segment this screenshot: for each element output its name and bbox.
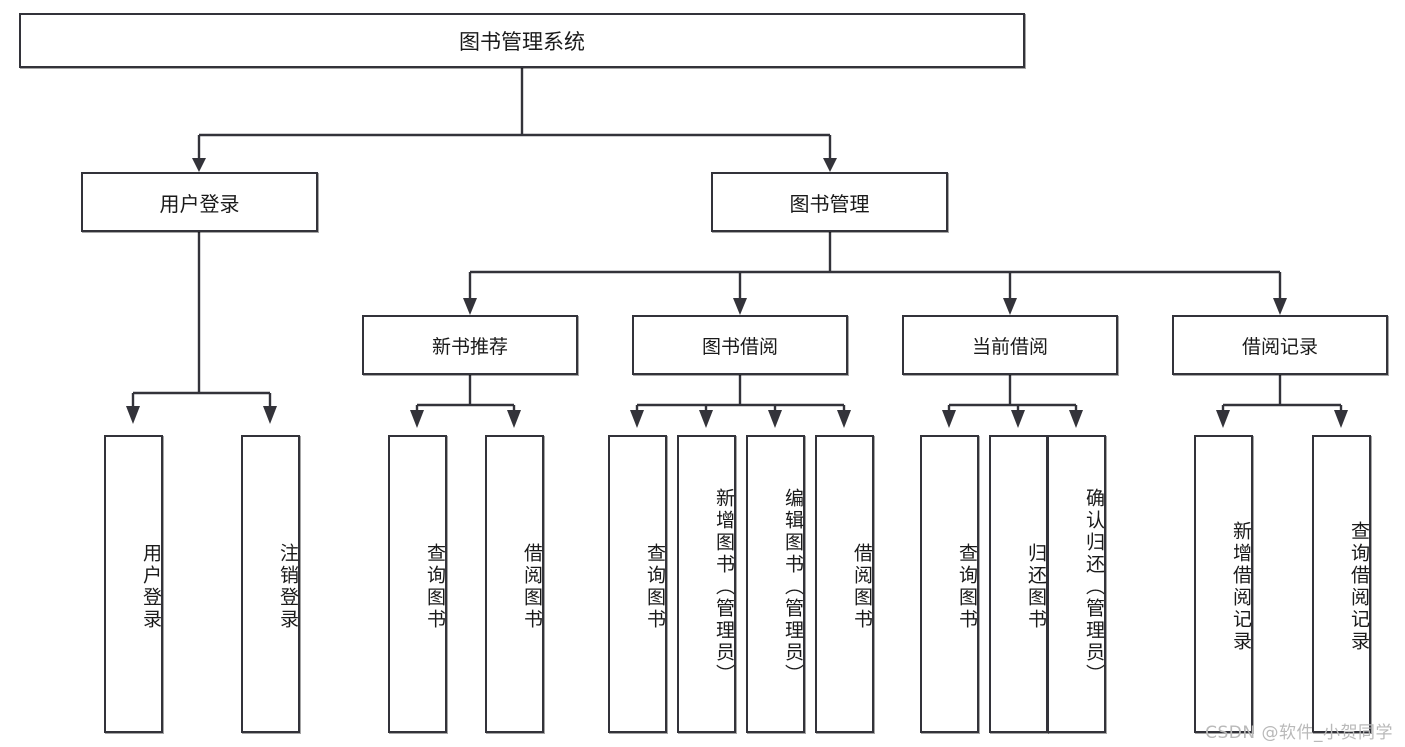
leaf-add-borrow-record-label: 新增借阅记录 [1230,521,1252,653]
leaf-current-query-book[interactable]: 查询图书 [920,435,979,733]
arrow-root-to-user-login [192,158,206,172]
leaf-user-login-label: 用户登录 [140,543,162,631]
arrow-borrow-l2 [699,410,713,428]
node-book-management-label: 图书管理 [789,191,870,216]
arrow-userlogin-l2 [263,406,277,424]
arrow-root-to-book-mgmt [823,158,837,172]
leaf-newbook-query-book[interactable]: 查询图书 [388,435,447,733]
node-root[interactable]: 图书管理系统 [19,13,1025,68]
arrow-borrow-l4 [837,410,851,428]
node-new-book-recommend[interactable]: 新书推荐 [362,315,578,375]
arrow-newbook-l2 [507,410,521,428]
leaf-edit-book-admin[interactable]: 编辑图书（管理员） [746,435,805,733]
leaf-logout[interactable]: 注销登录 [241,435,300,733]
node-current-borrow-label: 当前借阅 [971,335,1048,358]
arrow-current-l2 [1011,410,1025,428]
arrow-current-l3 [1069,410,1083,428]
node-current-borrow[interactable]: 当前借阅 [902,315,1118,375]
arrow-current-l1 [942,410,956,428]
arrow-newbook-l1 [410,410,424,428]
leaf-borrow-book[interactable]: 借阅图书 [815,435,874,733]
node-book-borrow[interactable]: 图书借阅 [632,315,848,375]
arrow-bookmgmt-c2 [733,298,747,315]
leaf-add-book-admin[interactable]: 新增图书（管理员） [677,435,736,733]
arrow-borrow-l1 [630,410,644,428]
node-book-borrow-label: 图书借阅 [701,335,778,358]
leaf-return-book-label: 归还图书 [1025,543,1047,631]
leaf-logout-label: 注销登录 [277,543,299,631]
node-user-login[interactable]: 用户登录 [81,172,318,232]
arrow-bookmgmt-c4 [1273,298,1287,315]
leaf-newbook-query-book-label: 查询图书 [424,543,446,631]
node-user-login-label: 用户登录 [159,191,240,216]
arrow-record-l2 [1334,410,1348,428]
leaf-newbook-borrow-book[interactable]: 借阅图书 [485,435,544,733]
arrow-borrow-l3 [768,410,782,428]
arrow-record-l1 [1216,410,1230,428]
leaf-confirm-return-admin[interactable]: 确认归还（管理员） [1047,435,1106,733]
leaf-borrow-book-label: 借阅图书 [851,543,873,631]
node-book-management[interactable]: 图书管理 [711,172,948,232]
leaf-return-book[interactable]: 归还图书 [989,435,1048,733]
leaf-newbook-borrow-book-label: 借阅图书 [521,543,543,631]
leaf-query-borrow-record-label: 查询借阅记录 [1348,521,1370,653]
leaf-user-login[interactable]: 用户登录 [104,435,163,733]
node-borrow-record-label: 借阅记录 [1241,335,1318,358]
node-root-label: 图书管理系统 [459,29,585,54]
leaf-current-query-book-label: 查询图书 [956,543,978,631]
leaf-add-borrow-record[interactable]: 新增借阅记录 [1194,435,1253,733]
arrow-userlogin-l1 [126,406,140,424]
arrow-bookmgmt-c3 [1003,298,1017,315]
arrow-bookmgmt-c1 [463,298,477,315]
leaf-borrow-query-book-label: 查询图书 [644,543,666,631]
leaf-confirm-return-admin-label: 确认归还（管理员） [1083,488,1105,686]
leaf-query-borrow-record[interactable]: 查询借阅记录 [1312,435,1371,733]
leaf-edit-book-admin-label: 编辑图书（管理员） [782,488,804,686]
leaf-borrow-query-book[interactable]: 查询图书 [608,435,667,733]
leaf-add-book-admin-label: 新增图书（管理员） [713,488,735,686]
watermark: CSDN @软件_小贺同学 [1205,723,1393,743]
node-new-book-recommend-label: 新书推荐 [431,335,508,358]
node-borrow-record[interactable]: 借阅记录 [1172,315,1388,375]
